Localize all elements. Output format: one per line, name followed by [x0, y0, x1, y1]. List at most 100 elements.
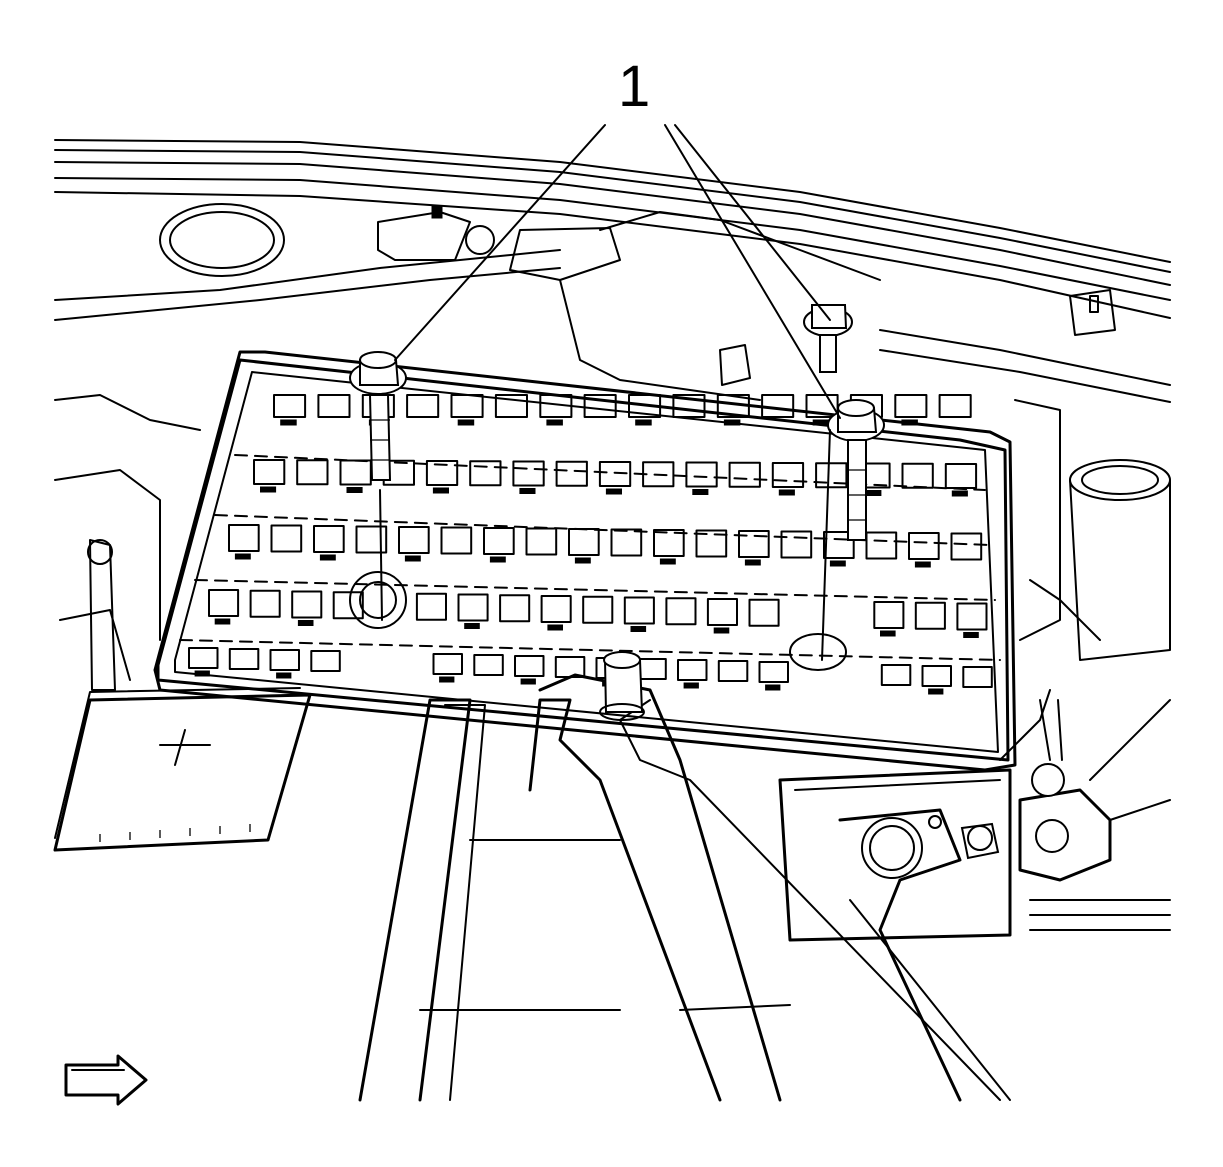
battery-cover	[53, 687, 312, 852]
fuse-slot	[440, 526, 473, 555]
fuse-tab	[951, 490, 968, 497]
fuse-slot	[748, 598, 780, 627]
fuse-slot	[780, 530, 813, 559]
fuse-slot	[555, 460, 588, 487]
fuse-slot	[469, 460, 502, 487]
fuse-tab	[346, 487, 363, 493]
right-arrow-icon	[64, 1054, 148, 1106]
fuse-tab	[464, 623, 480, 629]
fuse-tab	[319, 554, 336, 561]
fuse-slot	[450, 394, 484, 418]
fuse-tab	[547, 624, 564, 631]
fuse-slot	[568, 528, 600, 556]
fuse-slot	[208, 589, 240, 617]
battery-tray	[358, 651, 1001, 1102]
fuse-slot	[956, 602, 988, 631]
fuse-tab	[865, 490, 882, 496]
fuse-slot	[738, 530, 770, 558]
fuse-slot	[415, 592, 447, 621]
fuse-slot	[695, 529, 728, 558]
fuse-slot	[291, 590, 323, 619]
fuse-tab	[812, 419, 830, 426]
fuse-tab	[489, 556, 506, 563]
fuse-slot	[716, 394, 750, 418]
fuse-tab	[829, 560, 846, 567]
fuse-slot	[728, 461, 761, 488]
fuse-slot	[253, 459, 286, 485]
fuse-tab	[520, 678, 536, 685]
fuse-slot	[815, 462, 848, 489]
fuse-slot	[270, 524, 303, 553]
fuse-tab	[713, 627, 730, 634]
fuse-slot	[761, 394, 795, 418]
fuse-slot	[901, 462, 934, 489]
fuse-slot	[628, 394, 662, 418]
fuse-slot	[540, 595, 572, 623]
fuse-tab	[692, 489, 709, 495]
fuse-slot	[610, 528, 643, 557]
fuse-slot	[539, 394, 573, 418]
fuse-tab	[457, 419, 475, 426]
fuse-tab	[214, 618, 231, 625]
fuse-tab	[630, 626, 647, 632]
fuse-slot	[653, 529, 685, 557]
fuse-slot	[944, 463, 978, 489]
fuse-slot	[296, 459, 329, 486]
fuse-tab	[914, 561, 931, 568]
fuse-slot	[642, 461, 675, 488]
fuse-tab	[280, 419, 297, 426]
right-wiring	[1014, 399, 1171, 931]
callout-leaders	[394, 124, 841, 419]
fuse-tab	[723, 419, 741, 426]
fuse-tab	[439, 676, 455, 683]
fuse-tab	[432, 487, 449, 494]
fuse-slot	[873, 601, 905, 629]
fuse-slot	[950, 532, 983, 561]
fuse-tab	[880, 630, 896, 637]
fuse-tab	[260, 486, 277, 493]
upper-brackets	[377, 205, 1116, 401]
fuse-slot	[457, 593, 489, 622]
fuse-slot	[310, 650, 341, 672]
fuse-slot	[425, 460, 459, 486]
fuse-slot	[339, 459, 372, 486]
cowl-panel	[54, 139, 1171, 403]
fuse-tab	[744, 559, 761, 566]
fuse-tab	[635, 419, 652, 426]
fuse-tab	[659, 558, 676, 565]
fuse-slot	[908, 532, 940, 560]
bolt-right	[789, 399, 885, 671]
fuse-slot	[525, 527, 558, 556]
fuse-slot	[880, 664, 912, 686]
fuse-tab	[963, 632, 979, 638]
fuse-slot	[685, 461, 718, 488]
fuse-slot	[228, 524, 260, 552]
fuse-slot	[672, 394, 706, 418]
fuse-slot	[273, 394, 307, 418]
fuse-slot	[914, 601, 946, 630]
fuse-slot	[512, 460, 545, 487]
fuse-tab	[928, 688, 944, 695]
callout-label: 1	[618, 54, 651, 119]
fuse-slot	[269, 649, 300, 671]
fuse-slot	[921, 665, 952, 687]
fuse-tab	[683, 682, 699, 689]
fuse-slot	[938, 394, 972, 418]
fuse-slot	[771, 462, 805, 488]
fuse-slot	[665, 597, 697, 626]
fuse-tab	[404, 555, 421, 562]
fuse-tab	[234, 553, 251, 560]
fuse-slot	[499, 594, 531, 623]
fuse-slot	[962, 666, 993, 688]
fuse-slot	[473, 654, 504, 676]
fuse-slot	[823, 531, 855, 559]
fuse-tab	[765, 684, 781, 691]
fuse-tab	[574, 557, 591, 564]
fuse-slot	[355, 525, 388, 554]
fuse-slot	[583, 394, 617, 418]
fuse-tab	[778, 489, 795, 496]
fuse-slot	[554, 656, 586, 678]
fuse-slot	[677, 659, 708, 681]
round-opening	[159, 203, 285, 277]
